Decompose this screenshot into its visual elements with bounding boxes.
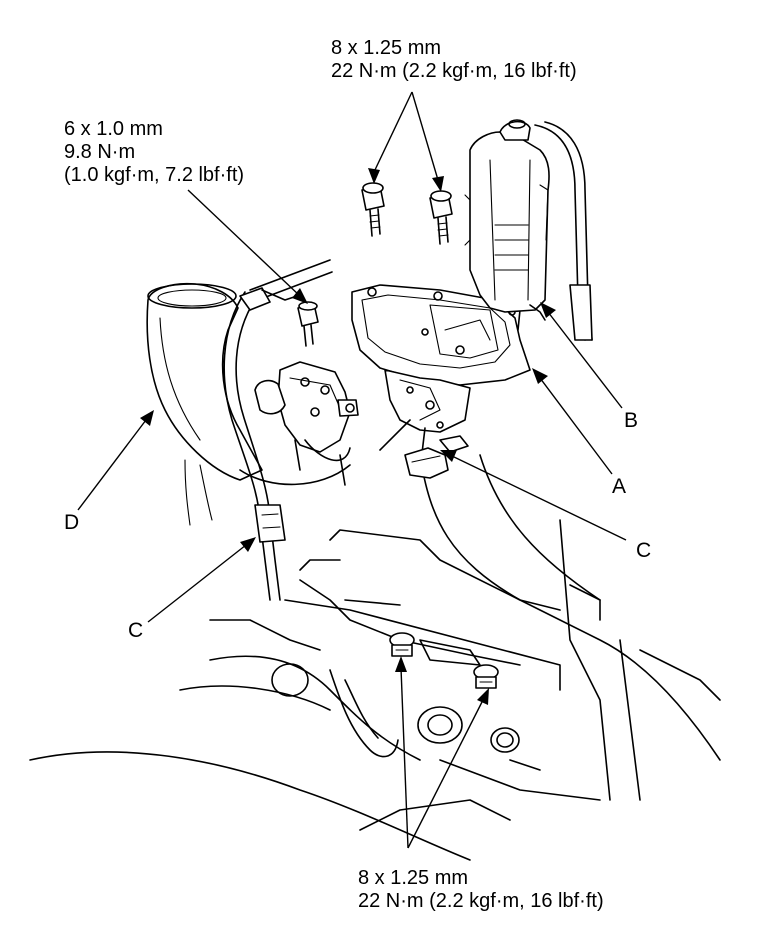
bolt-bottom-left bbox=[389, 632, 415, 657]
bolt-top-left bbox=[361, 182, 385, 237]
wire-harness bbox=[223, 259, 333, 601]
vehicle-frame bbox=[29, 454, 721, 861]
callout-a: A bbox=[612, 475, 627, 498]
bottom-bolt-size: 8 x 1.25 mm bbox=[358, 867, 469, 889]
top-bolt-torque: 22 N·m (2.2 kgf·m, 16 lbf·ft) bbox=[331, 60, 577, 82]
left-bolt-size: 6 x 1.0 mm bbox=[64, 118, 163, 140]
callout-c-left: C bbox=[128, 619, 144, 642]
left-bolt-torque-alt: (1.0 kgf·m, 7.2 lbf·ft) bbox=[64, 164, 245, 186]
bottom-bolt-spec: 8 x 1.25 mm 22 N·m (2.2 kgf·m, 16 lbf·ft… bbox=[358, 867, 604, 913]
callout-c-right: C bbox=[636, 539, 652, 562]
sensor-mount bbox=[239, 361, 359, 486]
bolt-left-small bbox=[297, 301, 319, 347]
top-bolt-size: 8 x 1.25 mm bbox=[331, 37, 442, 59]
callout-d: D bbox=[64, 511, 80, 534]
bolt-top-right bbox=[429, 190, 453, 245]
bottom-bolt-torque: 22 N·m (2.2 kgf·m, 16 lbf·ft) bbox=[358, 890, 604, 912]
leader-lines bbox=[77, 91, 627, 849]
bolt-bottom-right bbox=[473, 664, 499, 689]
coolant-reservoir bbox=[464, 119, 593, 341]
callout-b: B bbox=[624, 409, 639, 432]
clip-fastener bbox=[404, 435, 469, 479]
top-bolt-spec: 8 x 1.25 mm 22 N·m (2.2 kgf·m, 16 lbf·ft… bbox=[331, 37, 577, 83]
mount-bracket bbox=[351, 284, 531, 471]
left-bolt-torque-nm: 9.8 N·m bbox=[64, 141, 136, 163]
intake-duct bbox=[146, 282, 263, 526]
left-bolt-spec: 6 x 1.0 mm 9.8 N·m (1.0 kgf·m, 7.2 lbf·f… bbox=[64, 118, 244, 187]
